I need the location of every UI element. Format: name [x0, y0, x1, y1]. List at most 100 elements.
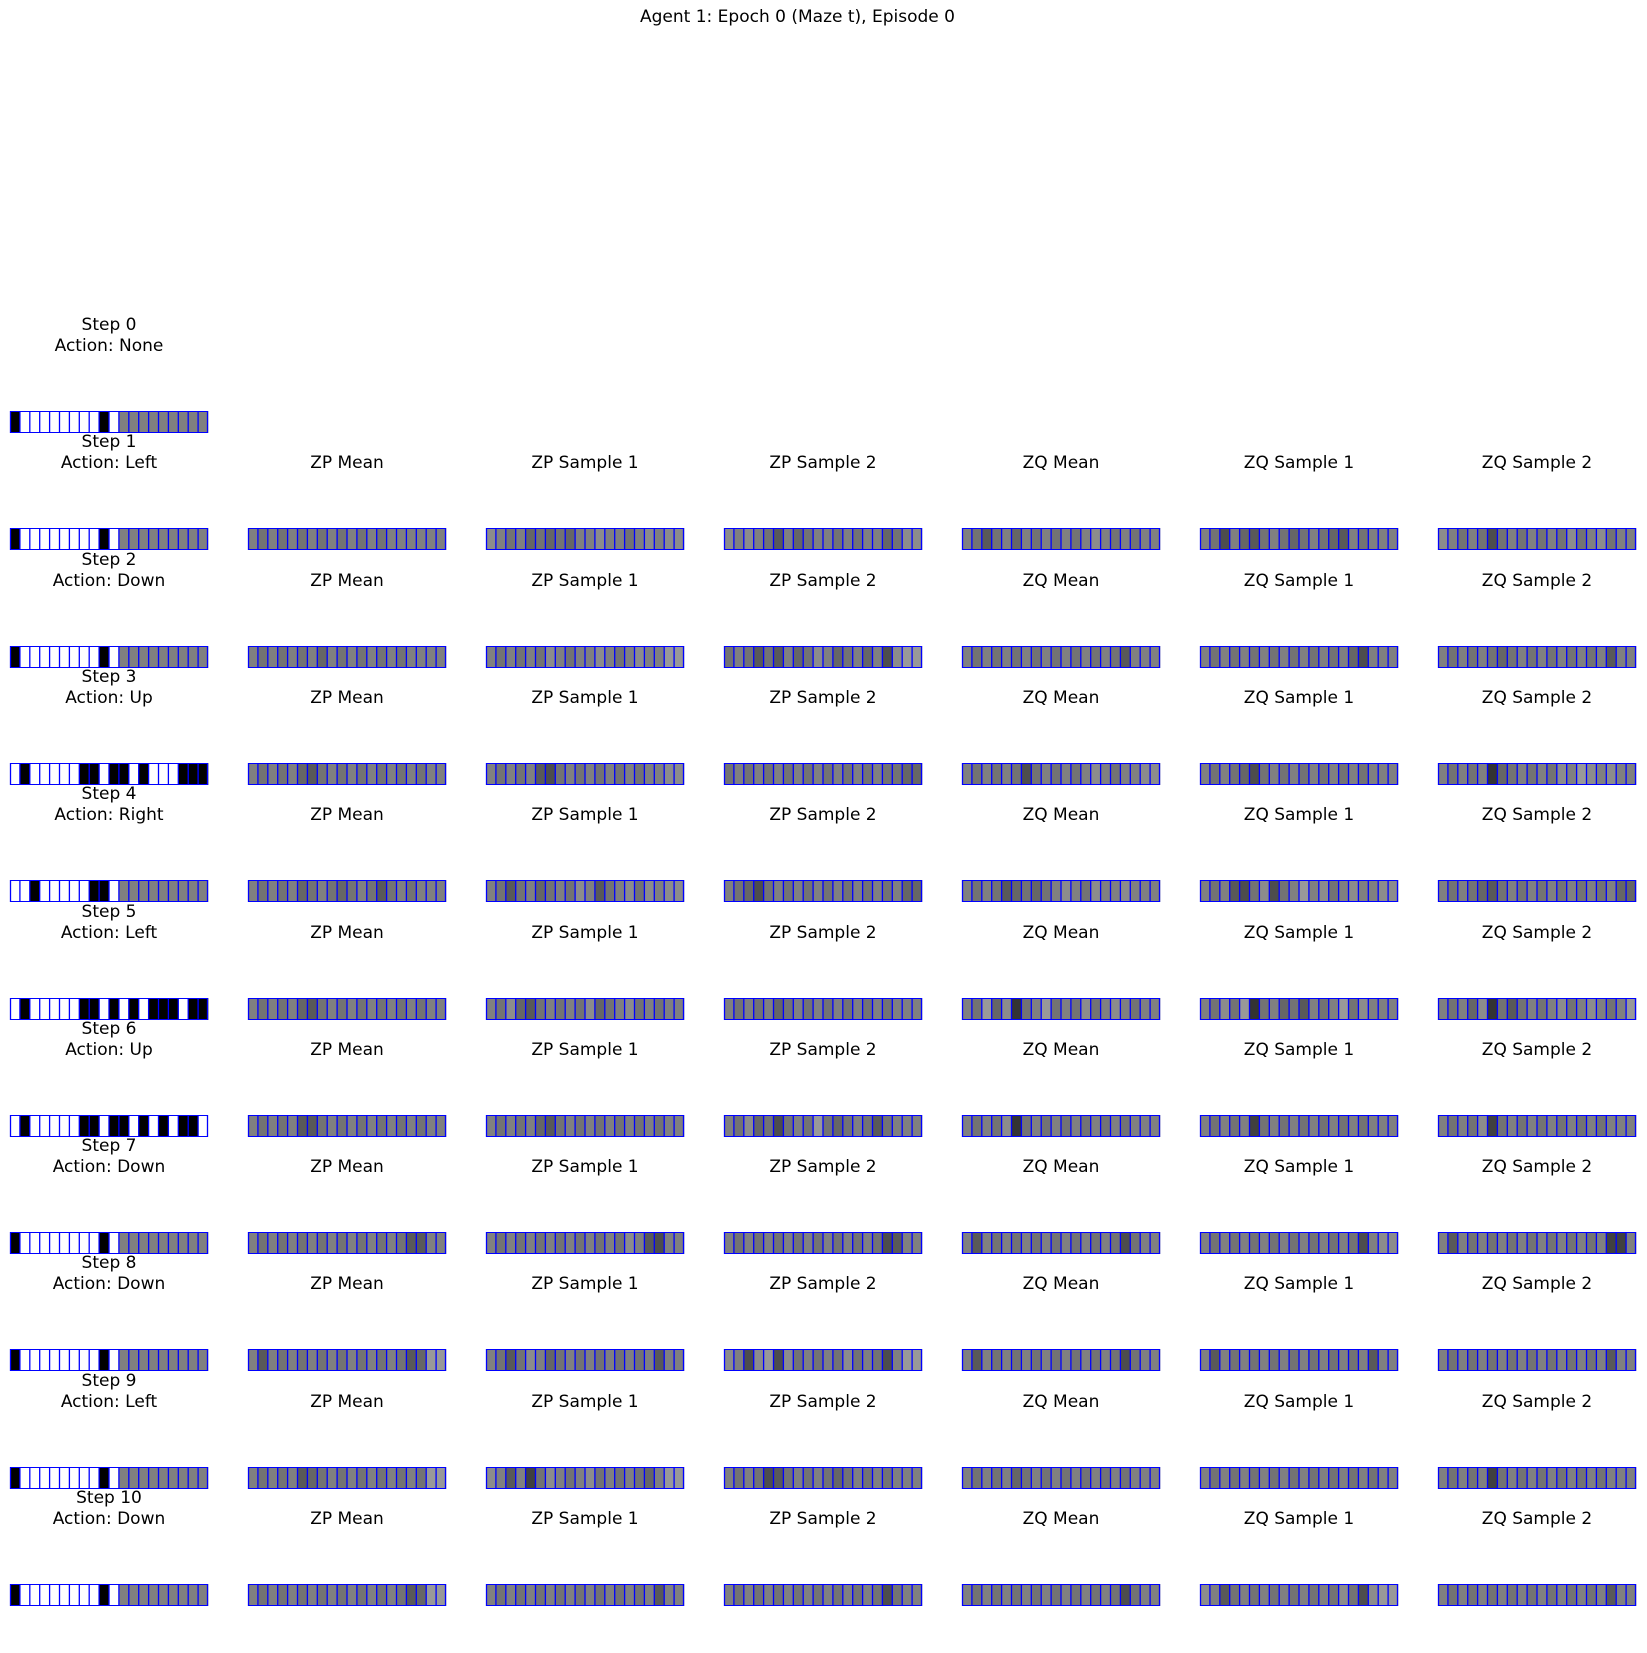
heatmap-cell	[1507, 1232, 1518, 1255]
heatmap-cell	[832, 1114, 844, 1137]
heatmap-cell	[1358, 1114, 1369, 1137]
heatmap-cell	[644, 645, 655, 668]
panel-title: ZP Sample 2	[769, 1509, 877, 1529]
heatmap-cell	[327, 1114, 338, 1137]
heatmap-cell	[753, 1466, 764, 1489]
heatmap-cell	[813, 528, 824, 551]
heatmap-cell	[1239, 528, 1250, 551]
heatmap-cell	[654, 1114, 665, 1137]
heatmap-cell	[1318, 645, 1329, 668]
heatmap-cell	[823, 1584, 834, 1606]
heatmap-cell	[1061, 1349, 1072, 1372]
heatmap-cell	[1457, 1232, 1468, 1255]
heatmap-cell	[1457, 1114, 1468, 1137]
heatmap-cell	[654, 528, 665, 551]
heatmap-cell	[674, 762, 685, 785]
heatmap-cell	[981, 1349, 992, 1372]
heatmap-cell	[1596, 1349, 1607, 1372]
heatmap-cell	[575, 997, 586, 1020]
heatmap-cell	[1279, 1349, 1290, 1372]
heatmap-cell	[347, 528, 358, 551]
heatmap-cell	[842, 762, 853, 785]
heatmap-cell	[515, 645, 526, 668]
heatmap-cell	[1239, 1349, 1250, 1372]
heatmap-cell	[1586, 1466, 1597, 1489]
heatmap-cell	[575, 762, 586, 785]
heatmap-cell	[1467, 997, 1478, 1020]
heatmap-cell	[644, 1466, 655, 1489]
heatmap-cell	[198, 411, 209, 433]
heatmap-cell	[1467, 1466, 1478, 1489]
heatmap-cell	[426, 645, 437, 668]
panel-title: ZQ Sample 2	[1481, 1274, 1593, 1295]
heatmap-cell	[327, 1584, 338, 1606]
heatmap-cell	[1279, 1584, 1290, 1606]
heatmap-cell	[962, 645, 973, 668]
heatmap-cell	[1507, 645, 1518, 668]
heatmap-cell	[981, 528, 992, 551]
heatmap-cell	[902, 1466, 913, 1489]
heatmap-cell	[1061, 997, 1072, 1020]
heatmap-cell	[1249, 997, 1260, 1020]
heatmap-cell	[1368, 880, 1379, 903]
heatmap-cell	[981, 997, 992, 1020]
heatmap-cell	[1308, 1232, 1320, 1255]
heatmap-cell	[1001, 1232, 1012, 1255]
heatmap-cell	[138, 997, 149, 1020]
heatmap-cell	[426, 880, 437, 903]
heatmap-cell	[1507, 528, 1518, 551]
heatmap-cell	[109, 1349, 120, 1372]
heatmap-cell	[118, 1232, 130, 1255]
heatmap-cell	[69, 1466, 80, 1489]
latent-strip	[247, 880, 447, 903]
heatmap-cell	[1447, 1584, 1459, 1606]
heatmap-cell	[29, 411, 40, 433]
heatmap-cell	[347, 1466, 358, 1489]
heatmap-cell	[545, 997, 556, 1020]
heatmap-cell	[1140, 528, 1151, 551]
panel-title: ZP Mean	[310, 1509, 384, 1529]
heatmap-cell	[1438, 1584, 1449, 1606]
heatmap-cell	[1209, 1466, 1221, 1489]
heatmap-cell	[575, 528, 586, 551]
heatmap-cell	[654, 997, 665, 1020]
heatmap-cell	[307, 1466, 318, 1489]
heatmap-cell	[545, 1114, 556, 1137]
heatmap-cell	[158, 1349, 169, 1372]
heatmap-cell	[168, 1114, 179, 1137]
heatmap-cell	[1328, 762, 1339, 785]
heatmap-cell	[416, 528, 427, 551]
heatmap-cell	[1606, 762, 1617, 785]
heatmap-cell	[1061, 880, 1072, 903]
heatmap-cell	[1537, 1466, 1548, 1489]
heatmap-cell	[664, 1114, 675, 1137]
heatmap-cell	[267, 1349, 278, 1372]
heatmap-cell	[505, 997, 516, 1020]
heatmap-cell	[1100, 1584, 1111, 1606]
heatmap-cell	[535, 880, 546, 903]
heatmap-cell	[1239, 762, 1250, 785]
heatmap-cell	[1616, 762, 1627, 785]
heatmap-cell	[49, 528, 60, 551]
heatmap-cell	[793, 997, 804, 1020]
heatmap-cell	[1140, 1114, 1151, 1137]
figure-title: Agent 1: Epoch 0 (Maze t), Episode 0	[640, 7, 955, 27]
heatmap-cell	[386, 645, 397, 668]
heatmap-cell	[10, 1466, 21, 1489]
heatmap-cell	[971, 997, 983, 1020]
heatmap-cell	[842, 997, 853, 1020]
heatmap-cell	[1388, 997, 1399, 1020]
heatmap-cell	[1358, 1584, 1369, 1606]
heatmap-cell	[1289, 1584, 1300, 1606]
heatmap-cell	[79, 997, 90, 1020]
heatmap-cell	[1011, 645, 1022, 668]
heatmap-cell	[1556, 762, 1567, 785]
heatmap-cell	[1318, 762, 1329, 785]
heatmap-cell	[495, 762, 507, 785]
latent-strip	[1199, 645, 1399, 668]
heatmap-cell	[1011, 997, 1022, 1020]
heatmap-cell	[19, 1232, 31, 1255]
heatmap-cell	[1080, 762, 1091, 785]
latent-strip	[1437, 880, 1637, 903]
heatmap-cell	[337, 880, 348, 903]
